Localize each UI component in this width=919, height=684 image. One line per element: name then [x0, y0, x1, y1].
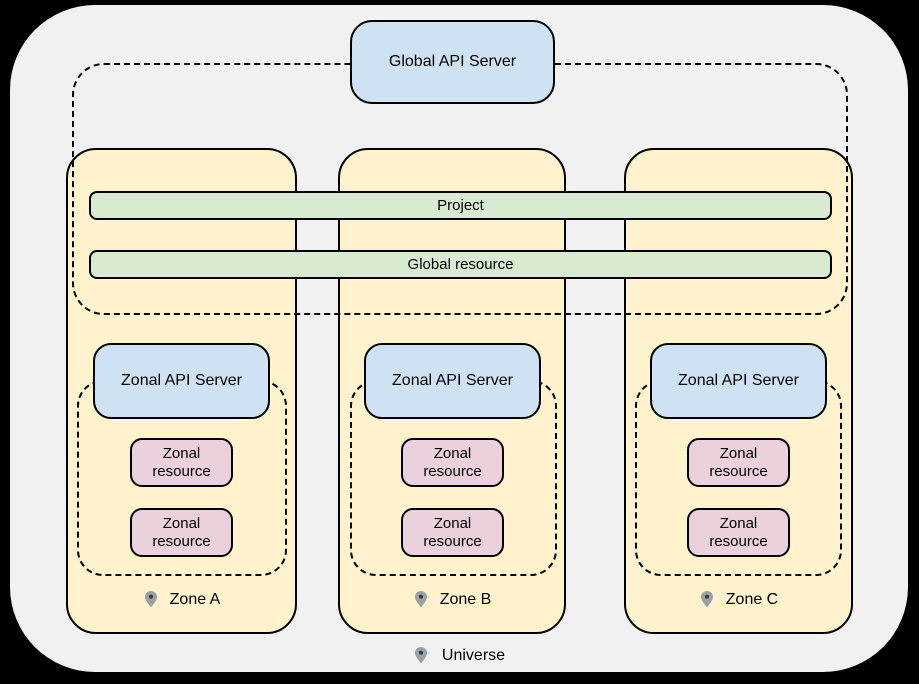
zone-a-name: Zone A [169, 591, 221, 608]
zone-b-api-server-box: Zonal API Server [364, 343, 541, 419]
zone-a-api-server-label: Zonal API Server [121, 372, 242, 389]
zone-a-resource-1-label: Zonal resource [152, 444, 211, 480]
location-pin-icon [414, 591, 427, 608]
zone-c-api-server-box: Zonal API Server [650, 343, 827, 419]
zone-b-label-row: Zone B [338, 586, 566, 614]
zone-c-resource-1-label: Zonal resource [709, 444, 768, 480]
zone-c-name: Zone C [725, 591, 779, 608]
zone-c-label-row: Zone C [624, 586, 853, 614]
zone-c-api-server-label: Zonal API Server [678, 372, 799, 389]
global-resource-bar-label: Global resource [407, 256, 514, 273]
location-pin-icon [144, 591, 157, 608]
zone-a-api-server-box: Zonal API Server [93, 343, 270, 419]
zone-a-resource-2: Zonal resource [130, 508, 233, 557]
zone-b-api-server-label: Zonal API Server [392, 372, 513, 389]
project-bar-label: Project [437, 197, 484, 214]
project-bar: Project [89, 191, 832, 220]
universe-name: Universe [441, 647, 506, 664]
location-pin-icon [414, 647, 427, 664]
zone-c-resource-2-label: Zonal resource [709, 514, 768, 550]
zone-a-resource-2-label: Zonal resource [152, 514, 211, 550]
zone-b-resource-2-label: Zonal resource [423, 514, 482, 550]
location-pin-icon [700, 591, 713, 608]
zone-a-label-row: Zone A [66, 586, 297, 614]
zone-b-resource-1: Zonal resource [401, 438, 504, 487]
global-api-server-box: Global API Server [350, 20, 555, 104]
global-resource-bar: Global resource [89, 250, 832, 279]
zone-a-resource-1: Zonal resource [130, 438, 233, 487]
zone-c-resource-2: Zonal resource [687, 508, 790, 557]
zone-c-resource-1: Zonal resource [687, 438, 790, 487]
zone-b-resource-1-label: Zonal resource [423, 444, 482, 480]
zone-b-resource-2: Zonal resource [401, 508, 504, 557]
universe-label-row: Universe [10, 642, 908, 670]
zone-b-name: Zone B [439, 591, 492, 608]
global-api-server-label: Global API Server [388, 53, 517, 70]
